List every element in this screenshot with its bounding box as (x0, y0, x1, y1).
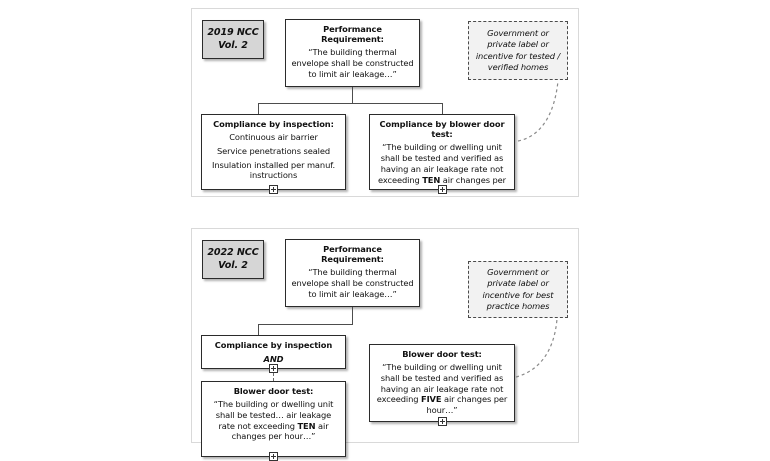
version-chip-2022: 2022 NCC Vol. 2 (202, 240, 264, 279)
version-chip-2019: 2019 NCC Vol. 2 (202, 20, 264, 59)
blower-door-body-emphasis: TEN (422, 174, 441, 185)
blower-door-test-right-title: Blower door test: (402, 349, 482, 359)
compliance-by-blower-door-test-box-2019[interactable]: Compliance by blower door test: “The bui… (369, 114, 515, 190)
compliance-by-blower-door-test-body: “The building or dwelling unit shall be … (375, 142, 509, 185)
blower-door-right-body-pre: “The building or dwelling unit shall be … (376, 362, 504, 405)
blower-door-test-left-body: “The building or dwelling unit shall be … (207, 399, 340, 442)
blower-door-left-body-emphasis: TEN (297, 420, 316, 431)
connector-stem-2019 (352, 87, 354, 103)
connector-bus-2022 (258, 324, 353, 326)
performance-requirement-body: “The building thermal envelope shall be … (291, 47, 414, 79)
compliance-by-inspection-box-2019[interactable]: Compliance by inspection: Continuous air… (201, 114, 346, 190)
incentive-note-2022: Government or private label or incentive… (468, 261, 568, 318)
connector-stem-2022 (352, 307, 354, 324)
blower-door-right-body-emphasis: FIVE (421, 394, 442, 405)
performance-requirement-title: Performance Requirement: (321, 244, 384, 265)
connector-drop-right-2019 (442, 103, 444, 114)
blower-door-right-body-post: air changes per hour…” (426, 394, 508, 416)
blower-door-test-right-box-2022[interactable]: Blower door test: “The building or dwell… (369, 344, 515, 422)
version-chip-line-1: 2022 NCC (207, 246, 259, 258)
blower-door-body-pre: “The building or dwelling unit shall be … (378, 142, 504, 185)
incentive-note-text: Government or private label or incentive… (482, 267, 554, 311)
note-leader-curve-2019 (517, 80, 559, 142)
plus-icon[interactable] (269, 364, 278, 373)
blower-door-test-left-box-2022[interactable]: Blower door test: “The building or dwell… (201, 381, 346, 457)
compliance-by-inspection-line-1: Continuous air barrier (229, 132, 318, 143)
connector-drop-left-2022 (258, 324, 260, 335)
note-leader-path (517, 80, 559, 142)
connector-bus-2019 (258, 103, 443, 105)
blower-door-left-body-post: air changes per hour…” (231, 420, 329, 442)
compliance-by-inspection-title: Compliance by inspection (214, 340, 333, 350)
note-leader-path (515, 318, 558, 378)
panel-2019-ncc: 2019 NCC Vol. 2 Performance Requirement:… (191, 8, 579, 197)
compliance-by-inspection-line-3: Insulation installed per manuf. instruct… (211, 159, 335, 181)
version-chip-line-1: 2019 NCC (207, 26, 259, 38)
performance-requirement-box-2022[interactable]: Performance Requirement: “The building t… (285, 239, 420, 307)
plus-icon[interactable] (269, 185, 278, 194)
plus-icon[interactable] (438, 185, 447, 194)
note-leader-curve-2022 (515, 318, 558, 378)
blower-door-test-left-title: Blower door test: (233, 386, 314, 396)
blower-door-left-body-pre: “The building or dwelling unit shall be … (213, 399, 334, 431)
connector-dashed-2022 (273, 373, 274, 381)
performance-requirement-box-2019[interactable]: Performance Requirement: “The building t… (285, 19, 420, 87)
blower-door-test-right-body: “The building or dwelling unit shall be … (375, 362, 509, 416)
incentive-note-text: Government or private label or incentive… (475, 28, 561, 72)
plus-icon[interactable] (269, 452, 278, 461)
panel-2022-ncc: 2022 NCC Vol. 2 Performance Requirement:… (191, 228, 579, 461)
version-chip-line-2: Vol. 2 (218, 39, 248, 51)
compliance-by-inspection-line-2: Service penetrations sealed (216, 145, 331, 156)
version-chip-line-2: Vol. 2 (218, 259, 248, 271)
performance-requirement-body: “The building thermal envelope shall be … (291, 267, 414, 299)
blower-door-body-post: air changes per (440, 174, 506, 185)
performance-requirement-title: Performance Requirement: (321, 24, 384, 45)
incentive-note-2019: Government or private label or incentive… (468, 21, 568, 80)
connector-drop-left-2019 (258, 103, 260, 114)
plus-icon[interactable] (438, 417, 447, 426)
compliance-by-blower-door-test-title: Compliance by blower door test: (379, 119, 505, 140)
conjunction-and: AND (263, 354, 284, 365)
compliance-by-inspection-title: Compliance by inspection: (213, 119, 334, 129)
